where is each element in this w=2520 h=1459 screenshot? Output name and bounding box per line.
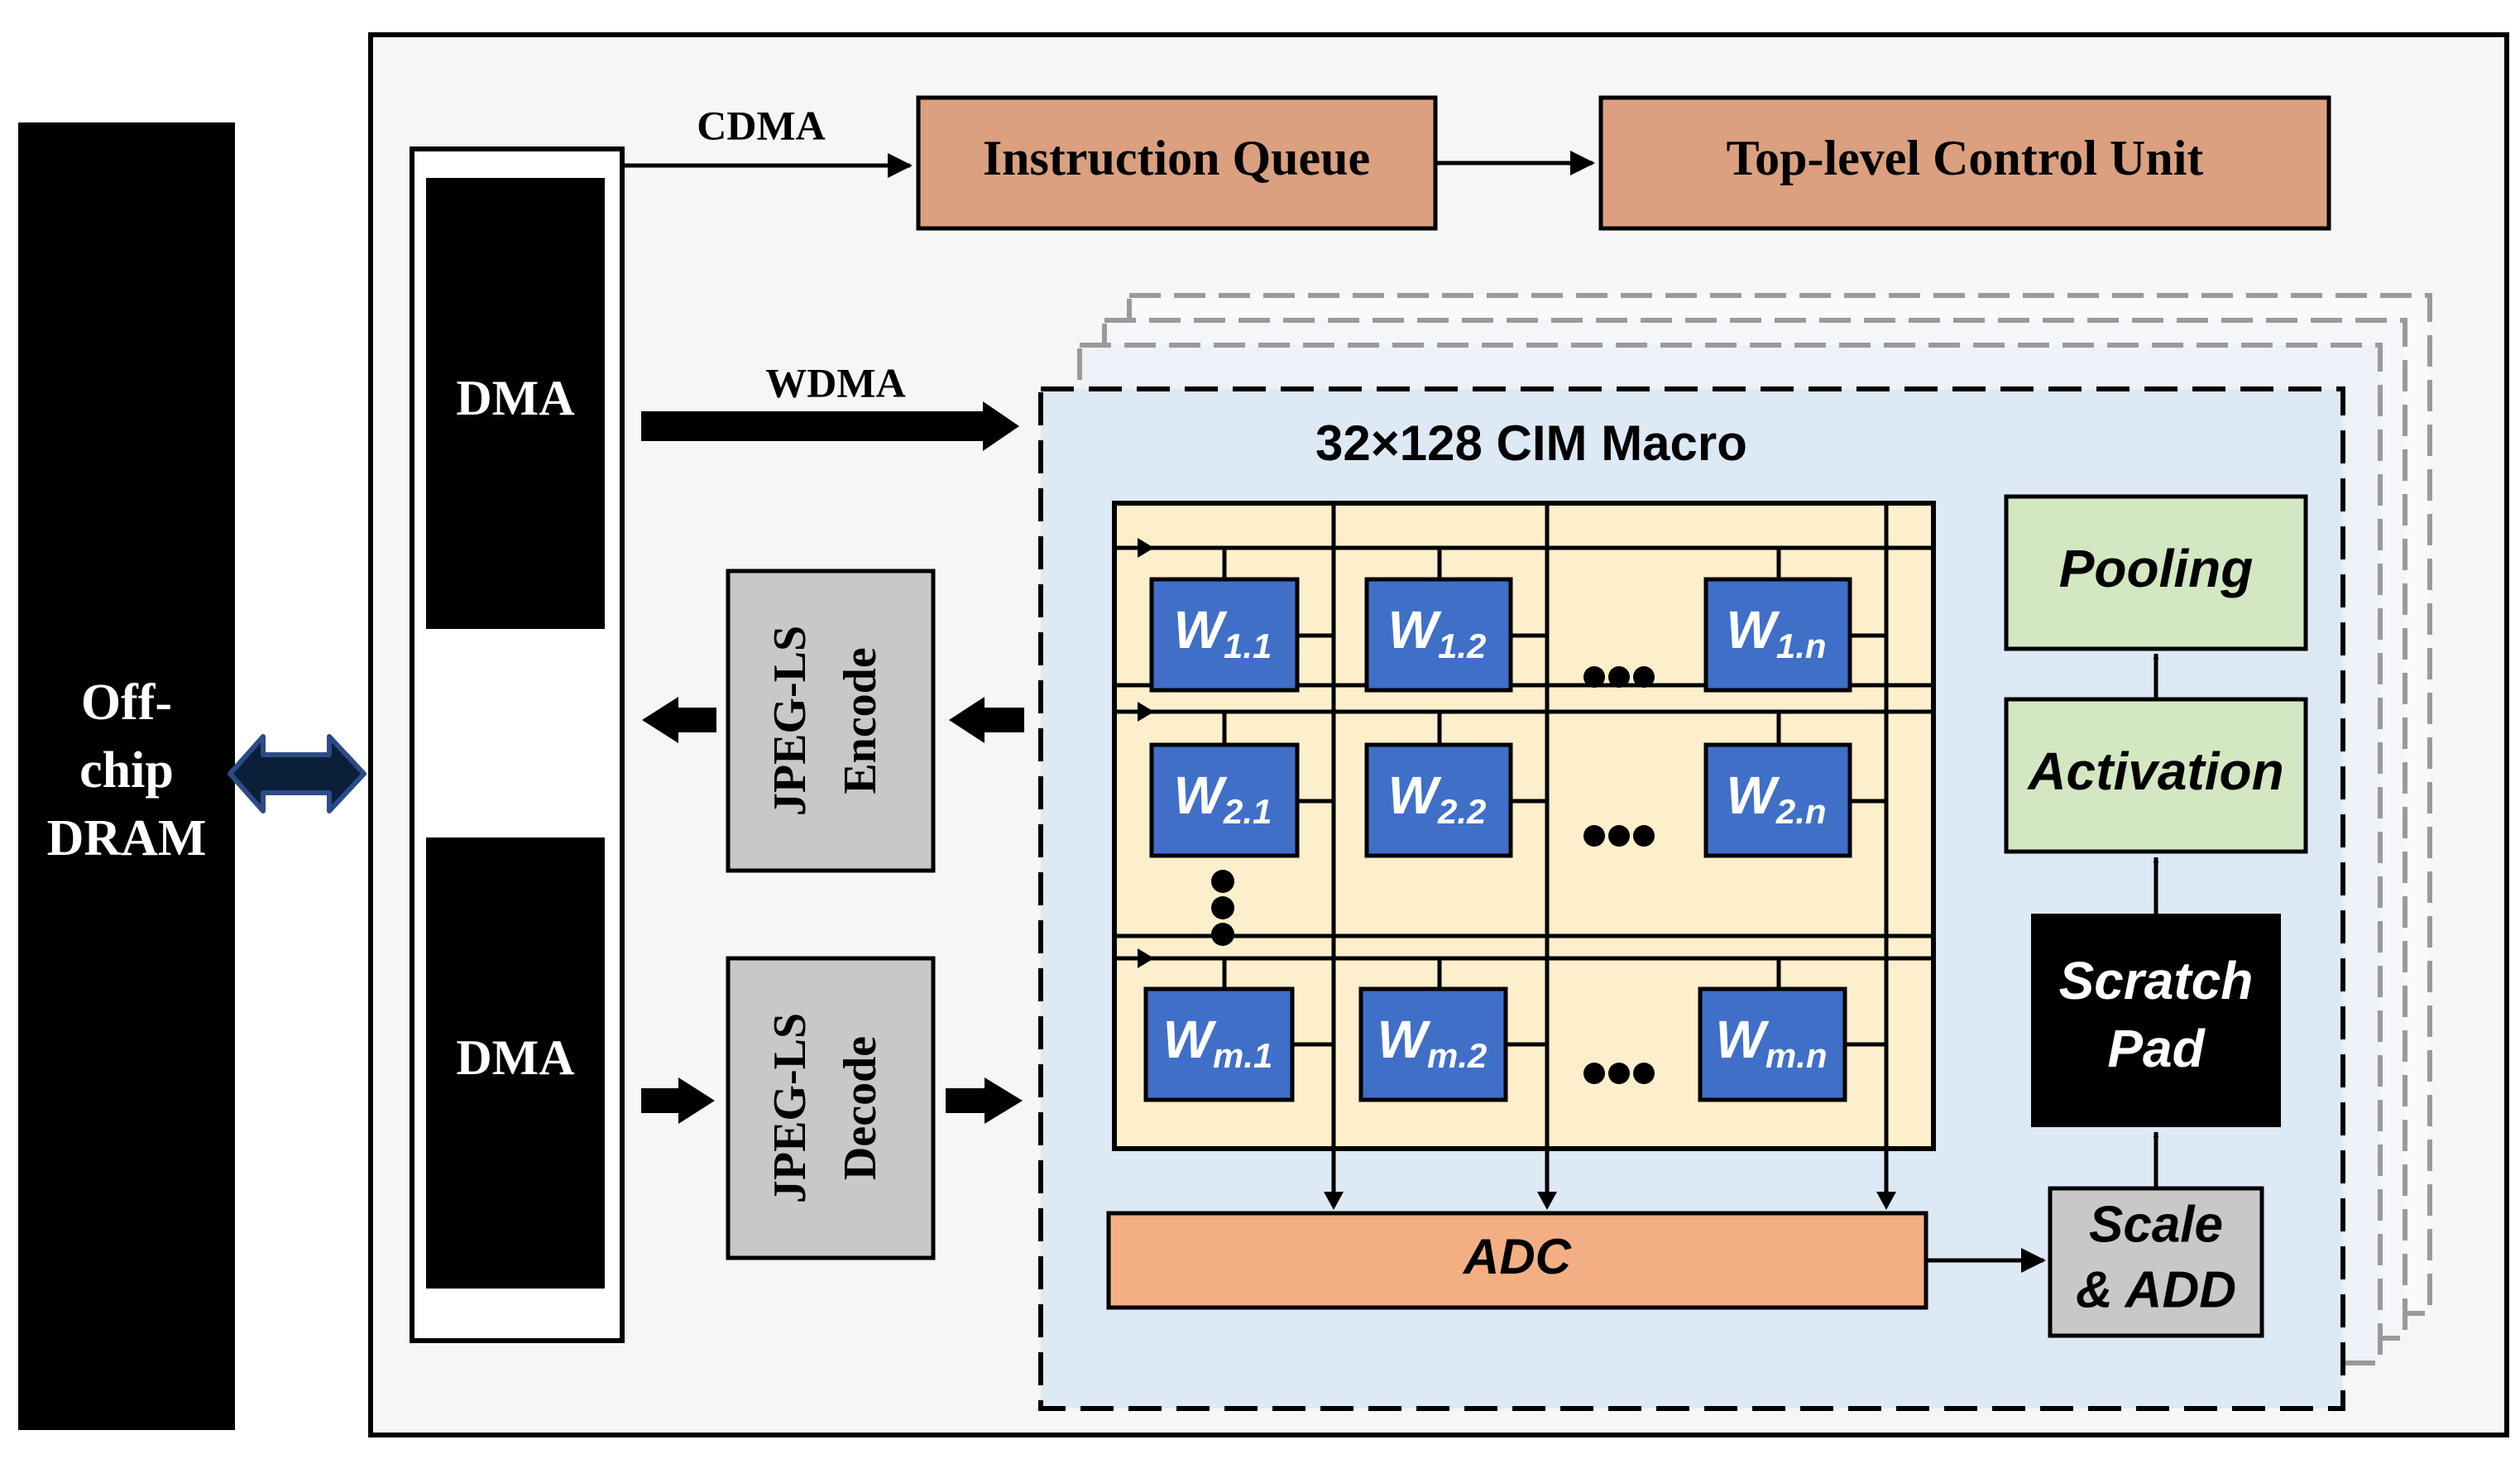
weight-cell (1703, 577, 1852, 693)
activation-label: Activation (2026, 741, 2283, 801)
dma-top-label: DMA (456, 371, 574, 425)
weight-label-base: W (1163, 1010, 1217, 1069)
decode-out-arrow-head (985, 1077, 1023, 1124)
scale-add-box (2048, 1186, 2264, 1338)
column-ellipsis (1583, 666, 1655, 688)
svg-text:Wm.n: Wm.n (1715, 1010, 1827, 1075)
weight-label-base: W (1726, 765, 1780, 825)
row-ellipsis (1211, 870, 1234, 946)
wdma-arrow-head (983, 401, 1019, 451)
offchip-dram-label-line3: DRAM (47, 810, 207, 866)
wdma-label: WDMA (765, 359, 905, 406)
column-ellipsis (1583, 1063, 1655, 1084)
weight-label-sub: 1.1 (1224, 626, 1272, 665)
bit-line-arrowheads (1324, 1192, 1896, 1210)
top-level-control-unit-box (1598, 95, 2331, 231)
dma-top-block (426, 178, 605, 629)
scale-add-label-line2: & ADD (2076, 1261, 2236, 1318)
weight-cell (1364, 742, 1513, 858)
weight-label-base: W (1174, 765, 1228, 825)
instruction-queue-box (916, 95, 1438, 231)
weight-cell (1698, 986, 1847, 1102)
scratch-pad-label-line2: Pad (2107, 1019, 2206, 1078)
bit-lines (1331, 503, 1889, 1207)
decode-in-arrow-head (678, 1077, 715, 1124)
encode-out-arrow-head (642, 697, 678, 743)
weight-label-sub: m.2 (1427, 1036, 1487, 1075)
jpeg-ls-encode-label-line2: Encode (835, 647, 886, 794)
pooling-box (2004, 494, 2308, 651)
weight-label-sub: 1.2 (1438, 626, 1486, 665)
weight-label-base: W (1388, 600, 1442, 660)
weight-label-base: W (1174, 600, 1228, 660)
weight-label-sub: 2.n (1775, 792, 1827, 831)
adc-label: ADC (1462, 1229, 1573, 1284)
jpeg-ls-decode-label-line1: JPEG-LS (764, 1013, 816, 1203)
scratch-pad-label-line1: Scratch (2059, 951, 2254, 1010)
weight-row-2: W2.1 W2.2 W2.n (1149, 712, 1886, 858)
activation-box (2004, 697, 2308, 854)
jpeg-ls-decode-box (726, 956, 936, 1260)
weight-row-1: W1.1 W1.2 W1.n (1149, 548, 1886, 693)
jpeg-ls-encode-label-line1: JPEG-LS (764, 626, 816, 816)
svg-text:W2.1: W2.1 (1174, 765, 1272, 831)
offchip-dram-label-line2: chip (79, 742, 174, 799)
svg-text:W1.n: W1.n (1726, 600, 1826, 665)
svg-text:Wm.1: Wm.1 (1163, 1010, 1273, 1075)
svg-text:Wm.2: Wm.2 (1377, 1010, 1488, 1075)
scratch-pad-box (2031, 914, 2281, 1127)
jpeg-ls-decode-label-line2: Decode (835, 1036, 886, 1180)
weight-label-sub: 2.2 (1437, 792, 1486, 831)
top-level-control-unit-label: Top-level Control Unit (1727, 131, 2204, 185)
column-ellipsis (1583, 825, 1655, 847)
weight-label-sub: m.1 (1213, 1036, 1272, 1075)
weight-cell (1364, 577, 1513, 693)
cdma-label: CDMA (697, 102, 826, 148)
word-line-arrowheads (1138, 538, 1154, 968)
weight-label-sub: 2.1 (1223, 792, 1272, 831)
offchip-dram-label-line1: Off- (81, 674, 172, 731)
dram-chip-bidirectional-arrow (228, 734, 367, 813)
svg-text:W2.n: W2.n (1726, 765, 1826, 831)
pooling-label: Pooling (2059, 539, 2254, 598)
offchip-dram-block (18, 122, 235, 1430)
weight-label-base: W (1377, 1010, 1431, 1069)
weight-cell (1149, 742, 1300, 858)
instruction-queue-label: Instruction Queue (983, 131, 1370, 185)
dma-bottom-block (426, 837, 605, 1289)
weight-cell (1703, 742, 1852, 858)
weight-cell (1358, 986, 1508, 1102)
adc-box (1106, 1211, 1928, 1310)
cim-macro-title: 32×128 CIM Macro (1315, 415, 1747, 471)
svg-text:W1.1: W1.1 (1174, 600, 1272, 665)
svg-text:W1.2: W1.2 (1388, 600, 1487, 665)
weight-label-sub: m.n (1765, 1036, 1828, 1075)
weight-cell (1143, 986, 1295, 1102)
weight-label-base: W (1388, 765, 1442, 825)
scale-add-label-line1: Scale (2089, 1196, 2223, 1253)
svg-text:W2.2: W2.2 (1388, 765, 1487, 831)
weight-label-base: W (1715, 1010, 1769, 1069)
jpeg-ls-encode-box (726, 569, 936, 873)
weight-label-sub: 1.n (1776, 626, 1827, 665)
weight-row-m: Wm.1 Wm.2 Wm.n (1143, 958, 1886, 1102)
encode-in-arrow-head (949, 697, 985, 743)
weight-label-base: W (1726, 600, 1780, 660)
weight-cell (1149, 577, 1300, 693)
dma-bottom-label: DMA (456, 1030, 574, 1085)
